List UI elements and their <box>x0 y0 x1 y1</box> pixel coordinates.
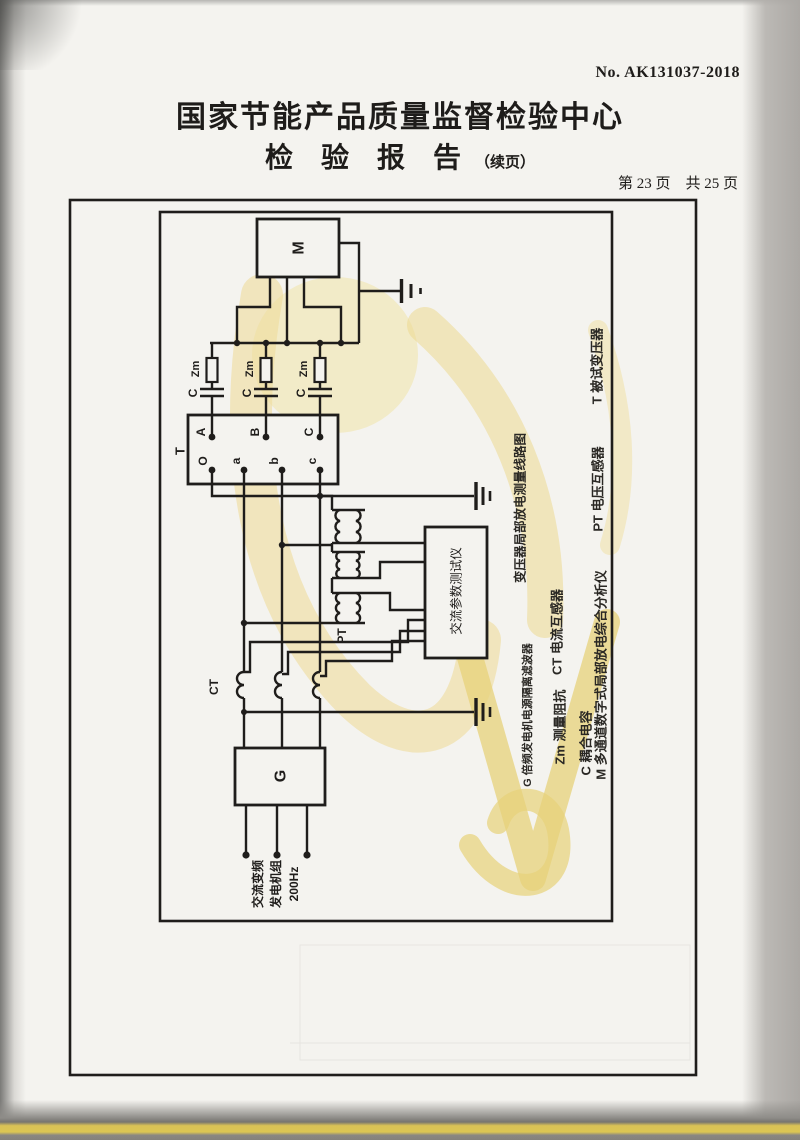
source-label-line1: 交流变频 <box>250 860 265 908</box>
zm-impedance-1 <box>205 356 219 384</box>
ground-symbol-bottom <box>474 698 492 726</box>
terminal-B: B <box>248 427 262 436</box>
outer-frame <box>68 198 698 1077</box>
page-indicator: 第 23 页 共 25 页 <box>617 176 738 192</box>
scan-edge-top <box>0 0 800 6</box>
label-c-2: C <box>240 388 254 397</box>
source-label-line2: 发电机组 <box>268 860 283 909</box>
legend-item-t: T 被试变压器 <box>590 327 605 405</box>
label-ac-parameter-tester: 交流参数测试仪 <box>448 547 463 635</box>
legend-item-zm: Zm 测量阻抗 <box>553 689 568 764</box>
diagram-frame <box>158 210 614 923</box>
scan-edge-corner <box>0 0 90 70</box>
label-t: T <box>173 447 188 455</box>
report-number: No. AK131037-2018 <box>595 64 740 81</box>
diagram-title: 变压器局部放电测量线路图 <box>512 433 527 583</box>
label-pt: PT <box>335 628 349 644</box>
label-zm-2: Zm <box>244 361 256 378</box>
label-c-3: C <box>294 388 308 397</box>
ground-symbol-top <box>399 279 422 303</box>
label-ct: CT <box>207 678 221 695</box>
label-m: M <box>291 241 308 254</box>
scan-ghost-marks <box>290 944 691 1061</box>
label-zm-1: Zm <box>190 361 202 378</box>
label-g: G <box>273 770 290 782</box>
ac-parameter-tester-box <box>423 525 489 660</box>
terminal-A: A <box>194 427 208 436</box>
scan-edge-right <box>742 0 800 1140</box>
report-title-suffix: （续页） <box>475 155 536 171</box>
legend-item-m: M 多通道数字式局部放电综合分析仪 <box>594 569 609 779</box>
junction-dots <box>208 339 345 859</box>
label-zm-3: Zm <box>298 361 310 378</box>
terminal-O: O <box>196 456 210 465</box>
legend-item-g: G 倍频发电机电源隔离滤波器 <box>520 642 534 787</box>
terminal-c: c <box>305 457 319 464</box>
scan-edge-left <box>0 0 26 1140</box>
transformer-t-box <box>186 413 340 486</box>
ground-symbol-middle <box>474 482 492 510</box>
source-label-line3: 200Hz <box>287 867 301 902</box>
organization-title: 国家节能产品质量监督检验中心 <box>176 101 624 134</box>
scan-edge-bottom <box>0 1100 800 1140</box>
zm-impedance-3 <box>313 356 327 384</box>
label-c-1: C <box>186 388 200 397</box>
terminal-b: b <box>267 457 281 464</box>
terminal-a: a <box>229 457 243 464</box>
zm-impedance-2 <box>259 356 273 384</box>
generator-g-box <box>233 746 327 807</box>
report-title-row: 检验报告 （续页） <box>0 136 800 176</box>
legend-item-pt: PT 电压互感器 <box>591 445 606 531</box>
terminal-C: C <box>302 427 316 436</box>
legend-item-ct: CT 电流互感器 <box>550 588 565 675</box>
report-title: 检验报告 <box>264 143 489 174</box>
analyzer-m-box <box>255 217 341 279</box>
legend-item-c: C 耦合电容 <box>579 710 594 775</box>
